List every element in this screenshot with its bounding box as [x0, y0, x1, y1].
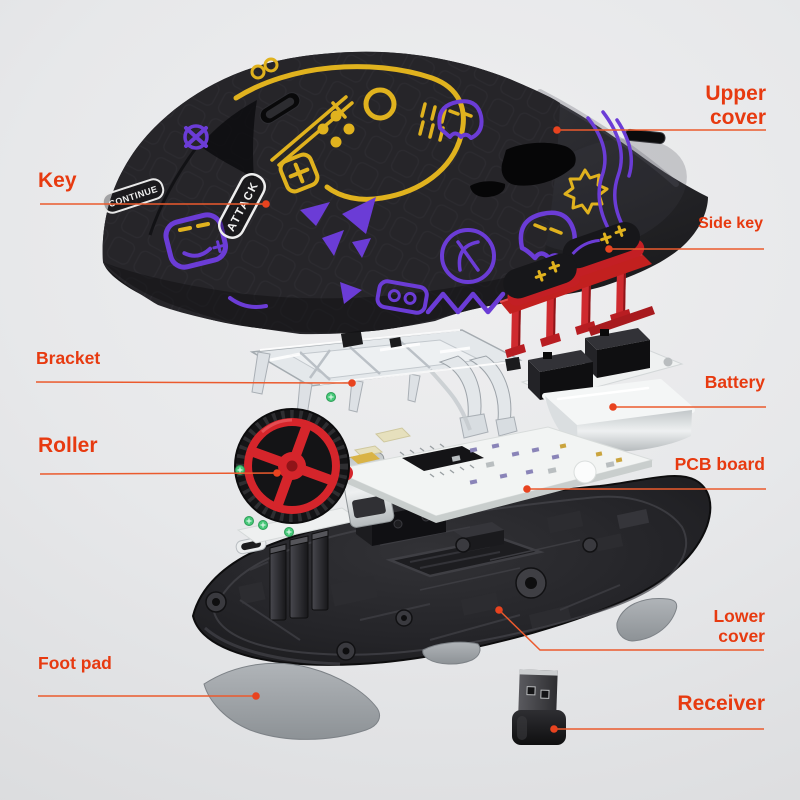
battery	[542, 379, 695, 452]
foot-pad-middle	[422, 641, 481, 665]
label-bracket: Bracket	[36, 348, 101, 368]
label-key: Key	[38, 169, 77, 192]
label-battery: Battery	[704, 372, 765, 392]
label-lower-cover: Lower cover	[713, 606, 765, 646]
doodle-purple	[163, 99, 633, 315]
lower-cover	[191, 474, 712, 666]
roller	[234, 408, 353, 524]
doodle-yellow	[233, 57, 609, 215]
leader-lower-cover	[498, 609, 764, 651]
label-receiver: Receiver	[677, 692, 765, 715]
screws	[235, 392, 336, 537]
foot-pads	[203, 597, 678, 740]
leader-lines	[35, 126, 766, 733]
label-side-key: Side key	[698, 215, 763, 232]
side-key-legs	[505, 265, 655, 358]
pcb-assembly	[236, 426, 654, 546]
label-roller: Roller	[38, 434, 98, 457]
side-switch-board	[520, 328, 684, 400]
upper-cover: ATTACK CONTINUE	[101, 51, 708, 335]
side-button-cutout	[501, 142, 576, 186]
side-key-front	[503, 253, 581, 306]
button-gap	[200, 100, 257, 178]
wheel-slot	[259, 92, 301, 124]
foot-pad-rear	[616, 597, 678, 642]
label-upper-cover: Upper cover	[705, 82, 766, 129]
label-pcb-board: PCB board	[674, 454, 765, 474]
label-foot-pad: Foot pad	[38, 653, 112, 673]
bracket	[249, 329, 523, 439]
pcb-components	[350, 427, 623, 485]
leader-roller	[39, 472, 278, 475]
receiver	[512, 669, 566, 745]
leader-bracket	[35, 381, 353, 384]
foot-pad-front	[203, 662, 380, 740]
screw-bosses	[205, 537, 598, 661]
cover-posts	[269, 529, 329, 621]
cover-ribs	[238, 509, 650, 641]
side-key-assembly	[499, 221, 655, 358]
